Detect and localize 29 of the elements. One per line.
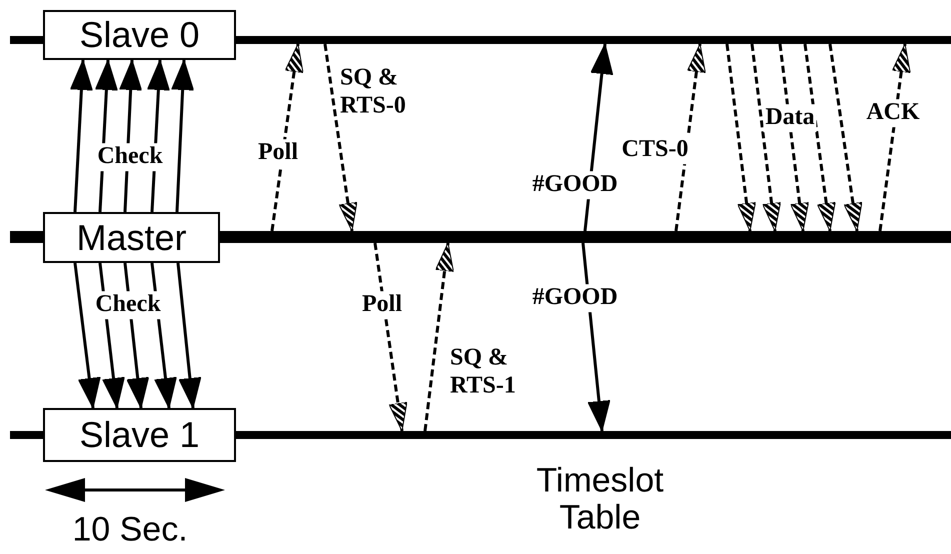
arrow (171, 60, 194, 212)
arrow (674, 44, 706, 232)
edge-label: #GOOD (530, 284, 620, 312)
arrow (374, 242, 408, 432)
timeline-bar (236, 36, 951, 44)
station-label: Slave 1 (43, 408, 236, 462)
axis-label: Timeslot Table (535, 462, 665, 538)
timeline-bar (220, 231, 951, 243)
timeline-bar (236, 431, 951, 439)
arrow (70, 60, 93, 212)
arrow (804, 44, 836, 232)
edge-label: ACK (864, 99, 922, 127)
arrow (878, 44, 911, 232)
station-label: Master (43, 212, 220, 263)
duration-label: 10 Sec. (71, 511, 189, 549)
edge-label: Poll (256, 139, 300, 167)
edge-label: #GOOD (530, 171, 620, 199)
arrow (74, 262, 101, 408)
arrow (270, 44, 304, 232)
arrow (750, 44, 782, 232)
edge-label: Data (763, 104, 817, 132)
arrow (778, 44, 810, 232)
edge-label: CTS-0 (620, 136, 690, 164)
arrow (828, 44, 862, 232)
station-label: Slave 0 (43, 10, 236, 60)
arrow (324, 44, 358, 232)
arrow (176, 262, 202, 408)
arrow (424, 242, 454, 432)
arrow (726, 44, 756, 232)
